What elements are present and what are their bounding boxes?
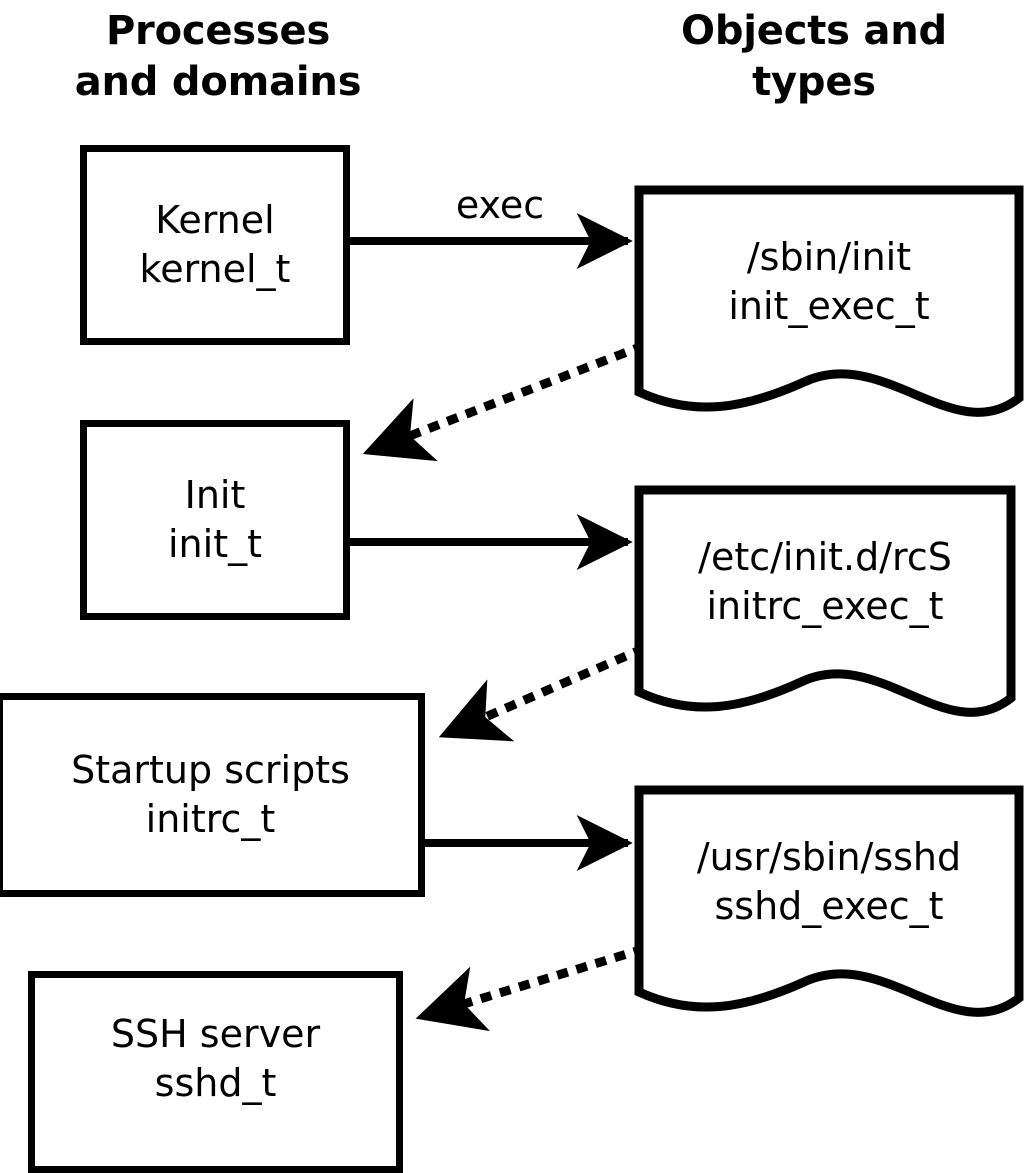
edge-init-exec-to-init <box>362 341 646 462</box>
process-box-init-label: Init init_t <box>168 472 262 566</box>
process-box-init[interactable]: Init init_t <box>80 420 350 620</box>
column-header-objects: Objects and types <box>681 8 947 106</box>
process-box-startup-scripts[interactable]: Startup scripts initrc_t <box>0 693 425 897</box>
process-box-kernel[interactable]: Kernel kernel_t <box>80 145 350 345</box>
edge-sshd-exec-to-sshd <box>415 944 646 1032</box>
process-box-ssh-server[interactable]: SSH server sshd_t <box>28 971 403 1173</box>
process-box-startup-scripts-label: Startup scripts initrc_t <box>71 747 350 841</box>
edge-initrc-exec-to-initrc <box>438 644 646 742</box>
object-doc-sshd-exec[interactable]: /usr/sbin/sshd sshd_exec_t <box>634 785 1024 1030</box>
process-box-kernel-label: Kernel kernel_t <box>139 197 291 291</box>
object-doc-init-exec[interactable]: /sbin/init init_exec_t <box>634 185 1024 430</box>
process-box-ssh-server-label: SSH server sshd_t <box>110 1011 321 1105</box>
column-header-processes: Processes and domains <box>74 8 362 106</box>
object-doc-initrc-exec[interactable]: /etc/init.d/rcS initrc_exec_t <box>634 485 1016 730</box>
edge-label-exec: exec <box>455 183 545 227</box>
